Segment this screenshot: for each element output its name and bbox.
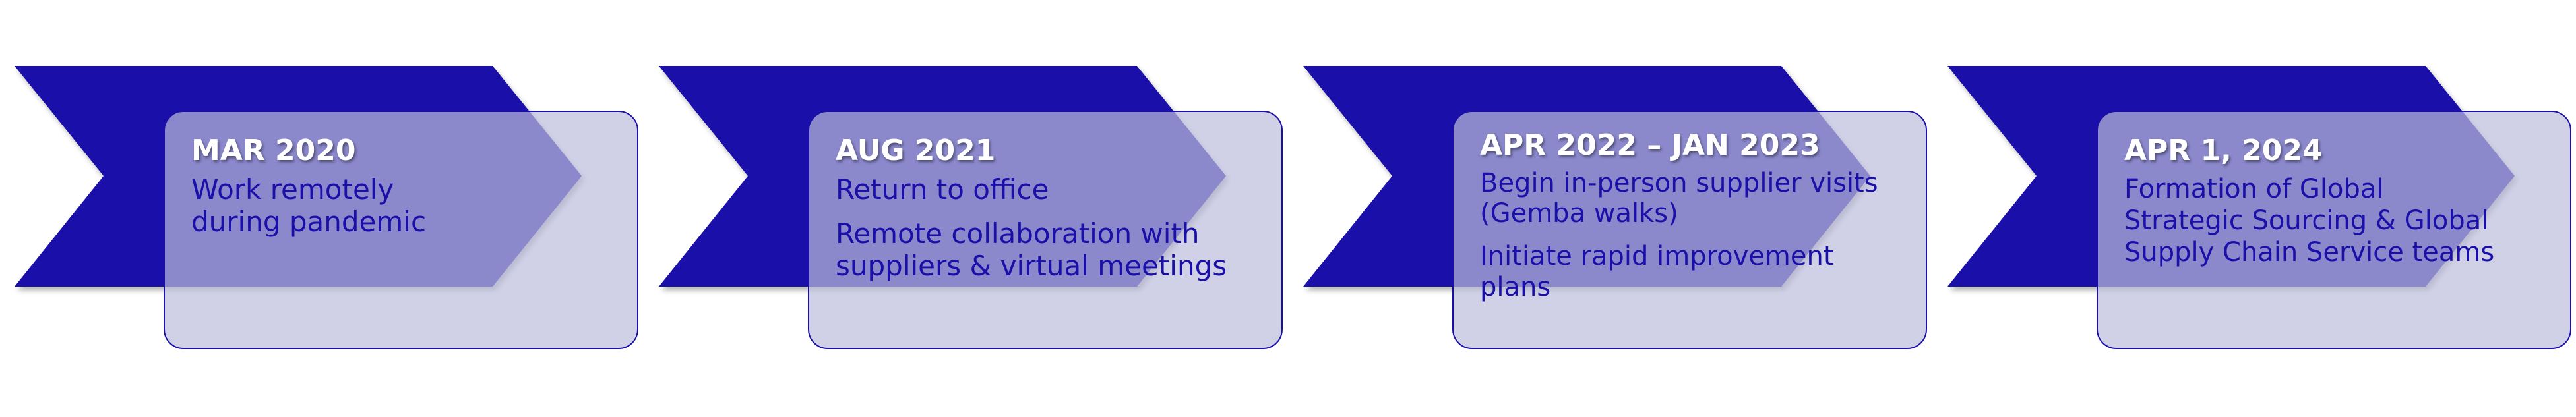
timeline-stage-apr-2022-jan-2023: APR 2022 – JAN 2023 Begin in-person supp… bbox=[1289, 0, 1935, 417]
milestone-card: APR 2022 – JAN 2023 Begin in-person supp… bbox=[1452, 111, 1927, 349]
milestone-detail: Initiate rapid improvement plans bbox=[1480, 241, 1834, 302]
milestone-detail: Begin in-person supplier visits (Gemba w… bbox=[1480, 167, 1878, 229]
milestone-detail: Formation of Global Strategic Sourcing &… bbox=[2124, 173, 2495, 267]
milestone-detail: Return to office bbox=[836, 173, 1049, 206]
milestone-details: Work remotely during pandemic bbox=[191, 173, 612, 238]
milestone-card: MAR 2020 Work remotely during pandemic bbox=[164, 111, 638, 349]
milestone-details: Begin in-person supplier visits (Gemba w… bbox=[1480, 168, 1901, 303]
milestone-date: AUG 2021 bbox=[836, 134, 996, 167]
milestone-card: APR 1, 2024 Formation of Global Strategi… bbox=[2097, 111, 2571, 349]
timeline-stage-mar-2020: MAR 2020 Work remotely during pandemic bbox=[0, 0, 646, 417]
timeline-stage-apr-1-2024: APR 1, 2024 Formation of Global Strategi… bbox=[1933, 0, 2576, 417]
milestone-date: APR 1, 2024 bbox=[2124, 134, 2323, 167]
milestone-date: APR 2022 – JAN 2023 bbox=[1480, 128, 1820, 162]
milestone-date: MAR 2020 bbox=[191, 134, 356, 167]
milestone-detail: Remote collaboration with suppliers & vi… bbox=[836, 217, 1227, 282]
milestone-details: Return to office Remote collaboration wi… bbox=[836, 173, 1256, 282]
milestone-detail: Work remotely during pandemic bbox=[191, 173, 427, 238]
milestone-details: Formation of Global Strategic Sourcing &… bbox=[2124, 173, 2545, 268]
milestone-card: AUG 2021 Return to office Remote collabo… bbox=[808, 111, 1283, 349]
timeline-stage-aug-2021: AUG 2021 Return to office Remote collabo… bbox=[644, 0, 1291, 417]
